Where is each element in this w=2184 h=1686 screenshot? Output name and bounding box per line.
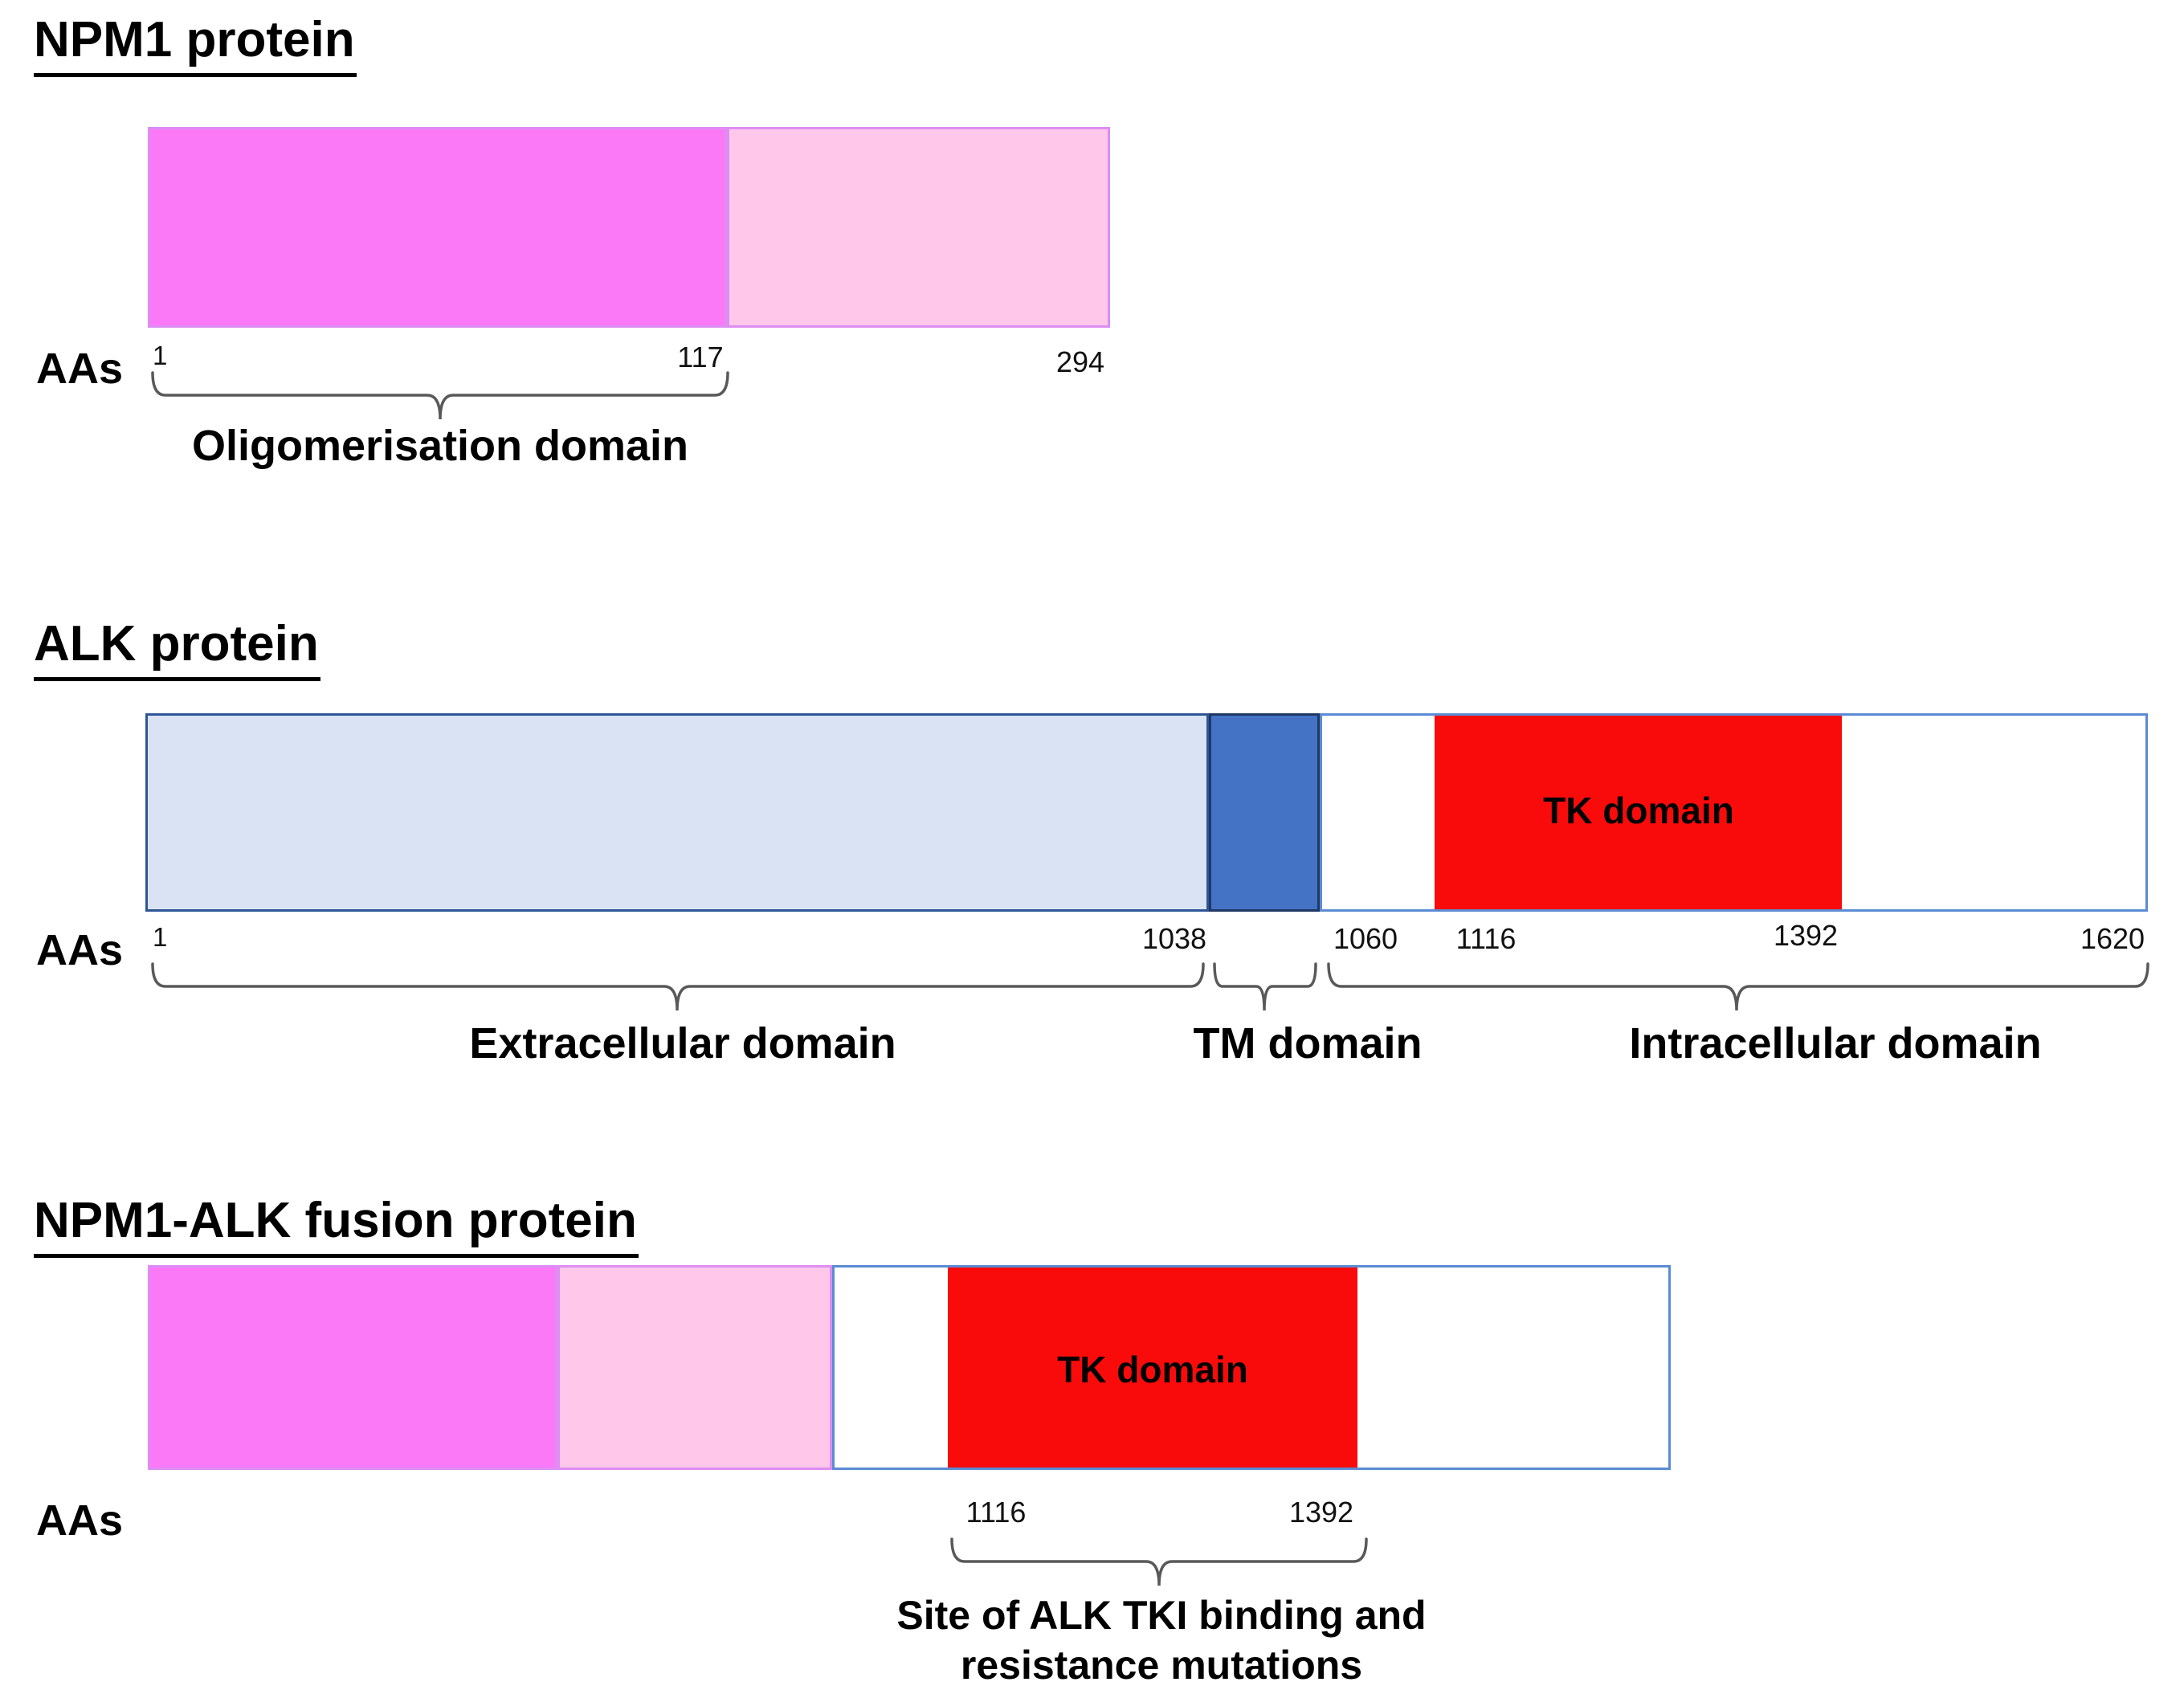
fusion-section-title: NPM1-ALK fusion protein: [34, 1192, 639, 1258]
intracellular-brace: [1327, 962, 2149, 1011]
alk-tick-1392: 1392: [1773, 919, 1839, 952]
oligomerisation-domain-label: Oligomerisation domain: [191, 422, 689, 470]
alk-tick-1060: 1060: [1333, 922, 1398, 955]
fusion-npm1-magenta-segment: [148, 1265, 557, 1470]
tki-binding-brace: [950, 1537, 1368, 1586]
intracellular-domain-label: Intracellular domain: [1629, 1019, 2042, 1068]
tki-binding-caption-line1: Site of ALK TKI binding and: [896, 1593, 1427, 1638]
alk-tick-1038: 1038: [1141, 922, 1207, 955]
alk-tick-1620: 1620: [2080, 922, 2145, 955]
alk-intracellular-segment: [1320, 713, 2148, 912]
fusion-tk-domain-segment: [948, 1268, 1357, 1468]
fusion-npm1-pink-segment: [557, 1265, 832, 1470]
tm-brace: [1213, 962, 1317, 1011]
npm1-tick-117: 117: [677, 341, 724, 374]
oligomerisation-brace: [151, 371, 729, 420]
alk-tk-domain-segment: [1435, 716, 1842, 909]
npm1-cterminal-segment: [727, 127, 1110, 328]
tki-binding-caption-line2: resistance mutations: [960, 1643, 1363, 1686]
alk-section-title: ALK protein: [34, 615, 320, 681]
alk-extracellular-segment: [145, 713, 1209, 912]
fusion-alk-segment: [832, 1265, 1671, 1470]
fusion-tick-1392: 1392: [1288, 1496, 1354, 1529]
npm1-oligomerisation-segment: [148, 127, 727, 328]
alk-tick-1: 1: [153, 922, 168, 952]
alk-tk-domain-label: TK domain: [1543, 790, 1734, 831]
npm1-tick-294: 294: [1055, 345, 1105, 378]
npm1-tick-1: 1: [153, 341, 168, 370]
extracellular-brace: [151, 962, 1205, 1011]
fusion-tk-domain-label: TK domain: [1057, 1349, 1248, 1390]
fusion-aas-label: AAs: [36, 1496, 124, 1545]
fusion-tick-1116: 1116: [965, 1496, 1027, 1529]
tm-domain-label: TM domain: [1193, 1019, 1423, 1068]
alk-tick-1116: 1116: [1455, 922, 1517, 955]
alk-tm-segment: [1209, 713, 1320, 912]
npm1-section-title: NPM1 protein: [34, 11, 357, 77]
alk-aas-label: AAs: [36, 926, 124, 974]
npm1-aas-label: AAs: [36, 345, 124, 393]
extracellular-domain-label: Extracellular domain: [469, 1019, 896, 1068]
